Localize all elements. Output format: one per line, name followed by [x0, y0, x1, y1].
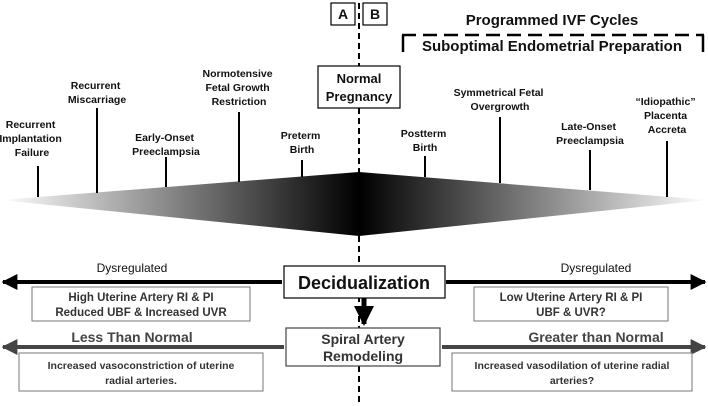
outcome-line: Miscarriage — [68, 94, 127, 106]
left-gradient-wedge — [0, 172, 359, 236]
ivf-title: Programmed IVF Cycles — [466, 12, 639, 29]
right-bottom-box — [451, 352, 693, 392]
outcome-line: Preeclampsia — [132, 146, 200, 158]
right-info-line1: Low Uterine Artery RI & PI — [500, 292, 643, 304]
left-info-line1: High Uterine Artery RI & PI — [68, 292, 213, 304]
left-bottom-line2: radial arteries. — [105, 375, 177, 387]
outcome-line: Placenta — [644, 110, 687, 122]
outcome-line: Accreta — [648, 124, 687, 136]
side-a-label: A — [338, 6, 348, 22]
side-b-label: B — [370, 6, 380, 22]
outcome-label: Normotensive Fetal Growth Restriction — [203, 68, 276, 108]
remodeling-box — [285, 327, 441, 367]
decidualization-right-label: Dysregulated — [561, 261, 632, 275]
outcome-label: “Idiopathic” Placenta Accreta — [635, 96, 698, 136]
side-b-box — [362, 2, 388, 26]
outcome-line: Implantation — [0, 133, 62, 145]
side-a-box — [330, 2, 356, 26]
left-bottom-box — [18, 352, 264, 392]
decidualization-left-label: Dysregulated — [97, 261, 168, 275]
outcome-line: Overgrowth — [471, 101, 530, 113]
outcome-label: Postterm Birth — [401, 128, 449, 154]
outcome-line: Postterm — [401, 128, 447, 140]
remodeling-line2: Remodeling — [323, 348, 403, 364]
outcome-line: “Idiopathic” — [635, 96, 695, 108]
right-bottom-line2: arteries? — [550, 375, 594, 387]
right-info-box — [473, 286, 669, 322]
left-info-box — [31, 286, 251, 322]
outcome-line: Symmetrical Fetal — [454, 87, 544, 99]
outcome-label: Recurrent Miscarriage — [68, 80, 127, 106]
outcome-line: Birth — [413, 142, 438, 154]
normal-pregnancy-box — [317, 65, 401, 109]
outcome-line: Recurrent — [71, 80, 121, 92]
remodeling-right-label: Greater than Normal — [528, 329, 663, 345]
outcome-line: Early-Onset — [135, 132, 194, 144]
left-bottom-line1: Increased vasoconstriction of uterine — [48, 360, 235, 372]
outcome-line: Fetal Growth — [205, 82, 269, 94]
outcome-line: Late-Onset — [561, 121, 616, 133]
outcome-line: Failure — [15, 147, 50, 159]
right-gradient-wedge — [359, 172, 708, 236]
outcome-label: Symmetrical Fetal Overgrowth — [454, 87, 547, 113]
outcome-label: Early-Onset Preeclampsia — [132, 132, 200, 158]
remodeling-left-label: Less Than Normal — [71, 329, 192, 345]
right-bottom-line1: Increased vasodilation of uterine radial — [475, 360, 670, 372]
outcome-label: Late-Onset Preeclampsia — [556, 121, 624, 147]
right-info-line2: UBF & UVR? — [536, 307, 606, 319]
outcome-line: Preterm — [281, 130, 321, 142]
left-info-line2: Reduced UBF & Increased UVR — [55, 307, 227, 319]
normal-pregnancy-line1: Normal — [337, 71, 382, 86]
outcome-line: Preeclampsia — [556, 135, 624, 147]
outcome-line: Restriction — [212, 96, 267, 108]
outcome-line: Normotensive — [203, 68, 273, 80]
decidualization-title: Decidualization — [298, 273, 430, 293]
outcome-label: Recurrent Implantation Failure — [0, 119, 65, 159]
outcome-label: Preterm Birth — [281, 130, 324, 156]
normal-pregnancy-line2: Pregnancy — [326, 89, 393, 104]
ivf-subtitle: Suboptimal Endometrial Preparation — [422, 38, 682, 55]
outcome-line: Recurrent — [6, 119, 56, 131]
remodeling-line1: Spiral Artery — [321, 331, 405, 347]
outcome-line: Birth — [290, 144, 315, 156]
